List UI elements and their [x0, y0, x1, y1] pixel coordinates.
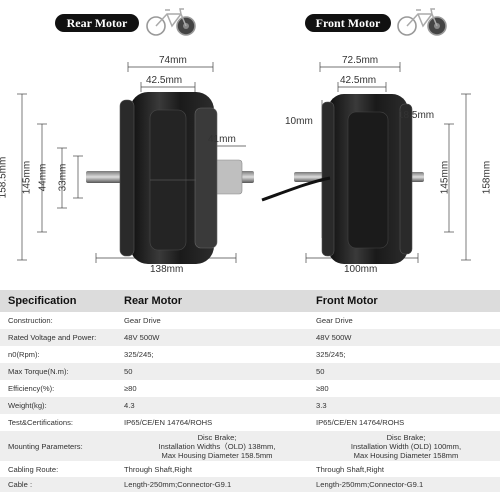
row-rear: 48V 500W [124, 333, 160, 342]
row-rear: 325/245; [124, 350, 154, 359]
rear-motor-image [86, 92, 254, 264]
table-row: Rated Voltage and Power: 48V 500W 48V 50… [0, 329, 500, 346]
front-motor-image [261, 94, 424, 264]
table-row: Cable : Length-250mm;Connector-G9.1 Leng… [0, 477, 500, 492]
row-front: 3.3 [316, 401, 327, 410]
row-spec: Max Torque(N.m): [8, 367, 69, 376]
table-row: Test&Certifications: IP65/CE/EN 14764/RO… [0, 414, 500, 431]
row-rear: 50 [124, 367, 133, 376]
row-spec: Mounting Parameters: [8, 441, 83, 451]
dimension-drawing [17, 62, 471, 264]
table-row: Efficiency(%): ≥80 ≥80 [0, 380, 500, 397]
front-height-158-label: 158mm [481, 160, 493, 195]
row-spec: Weight(kg): [8, 401, 47, 410]
table-header-row: Specification Rear Motor Front Motor [0, 290, 500, 312]
header-specification: Specification [8, 295, 77, 307]
table-row: Construction: Gear Drive Gear Drive [0, 312, 500, 329]
row-front: ≥80 [316, 384, 329, 393]
front-motor-title: Front Motor [305, 14, 391, 32]
row-rear: Disc Brake; Installation Widths（OLD) 138… [124, 431, 310, 461]
table-row: n0(Rpm): 325/245; 325/245; [0, 346, 500, 363]
rear-mount-line: Disc Brake; [197, 432, 237, 442]
rear-height-44-label: 44mm [37, 163, 49, 192]
row-rear: ≥80 [124, 384, 137, 393]
header-rear-motor: Rear Motor [124, 295, 183, 307]
row-rear: Through Shaft,Right [124, 464, 192, 474]
row-front: 50 [316, 367, 325, 376]
row-front: Length-250mm;Connector-G9.1 [316, 480, 424, 489]
row-rear: Gear Drive [124, 316, 161, 325]
rear-width-label: 74mm [159, 55, 187, 66]
row-front: Through Shaft,Right [316, 464, 384, 474]
table-row: Mounting Parameters: Disc Brake; Install… [0, 431, 500, 461]
front-mount-line: Installation Width (OLD) 100mm, [350, 441, 462, 451]
rear-height-outer-label: 158.5mm [0, 156, 9, 199]
row-rear: Length-250mm;Connector-G9.1 [124, 480, 232, 489]
header-front-motor: Front Motor [316, 295, 378, 307]
table-row: Max Torque(N.m): 50 50 [0, 363, 500, 380]
row-front: Gear Drive [316, 316, 353, 325]
row-spec: Cabling Route: [8, 464, 59, 474]
row-rear: 4.3 [124, 401, 135, 410]
front-gap-left-label: 10mm [285, 116, 313, 127]
front-width-label: 72.5mm [342, 55, 379, 66]
specification-table: Specification Rear Motor Front Motor Con… [0, 290, 500, 492]
row-front: Disc Brake; Installation Width (OLD) 100… [316, 431, 496, 461]
front-height-145-label: 145mm [439, 160, 451, 195]
front-mount-line: Disc Brake; [386, 432, 426, 442]
row-front: 48V 500W [316, 333, 352, 342]
row-spec: Test&Certifications: [8, 418, 73, 427]
rear-height-145-label: 145mm [21, 160, 33, 195]
row-front: IP65/CE/EN 14764/ROHS [316, 418, 405, 427]
front-mount-line: Max Housing Diameter 158mm [353, 450, 459, 460]
row-spec: Rated Voltage and Power: [8, 333, 97, 342]
row-spec: Construction: [8, 316, 53, 325]
front-gap-right-label: 18.5mm [398, 110, 435, 121]
row-spec: n0(Rpm): [8, 350, 40, 359]
row-spec: Cable : [8, 480, 33, 489]
row-rear: IP65/CE/EN 14764/ROHS [124, 418, 213, 427]
table-row: Weight(kg): 4.3 3.3 [0, 397, 500, 414]
row-front: 325/245; [316, 350, 346, 359]
front-inner-width-label: 42.5mm [340, 75, 377, 86]
motor-diagram-area: Rear Motor Front Motor [0, 8, 493, 275]
rear-bicycle-icon [146, 8, 196, 36]
rear-inner-width-label: 42.5mm [146, 75, 183, 86]
rear-axle-width-label: 41mm [208, 134, 236, 145]
rear-motor-title: Rear Motor [55, 14, 139, 32]
rear-mount-line: Max Housing Diameter 158.5mm [161, 450, 273, 460]
rear-bottom-width-label: 138mm [150, 264, 184, 275]
row-spec: Efficiency(%): [8, 384, 55, 393]
front-bicycle-icon [397, 8, 447, 36]
rear-height-33-label: 33mm [57, 163, 69, 192]
rear-mount-line: Installation Widths（OLD) 138mm, [158, 441, 276, 451]
table-row: Cabling Route: Through Shaft,Right Throu… [0, 461, 500, 477]
front-bottom-width-label: 100mm [344, 264, 378, 275]
